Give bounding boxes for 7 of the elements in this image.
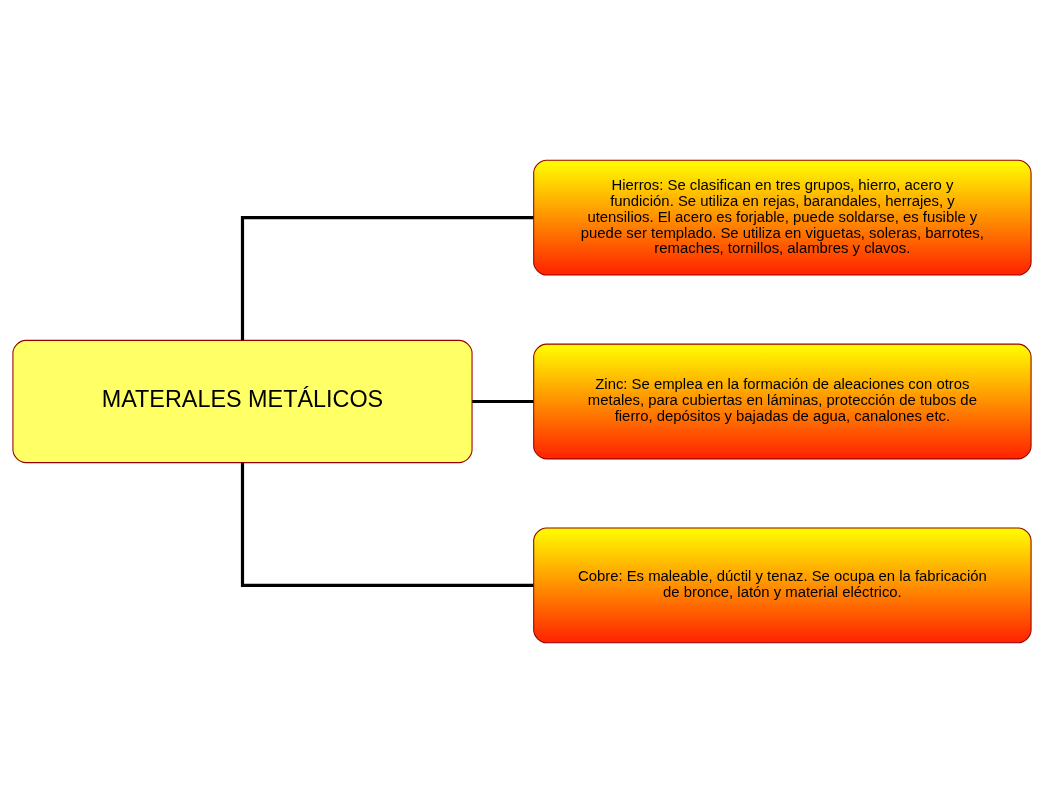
connector [240,215,534,340]
node-box: Zinc: Se emplea en la formación de aleaciones con otros metales, para cubiertas en láminas, protección de tubos de fierro, depósitos y bajadas de agua, canalones etc. [533,343,1032,459]
connector [472,399,534,403]
node-box: Hierros: Se clasifican en tres grupos, hierro, acero y fundición. Se utiliza en rejas, barandales, herrajes, y utensilios. El acero es forjable, puede soldarse, es fusible y puede ser templado. Se utiliza en viguetas, soleras, barrotes, remaches, tornillos, alambres y clavos. [533,159,1032,276]
connector [240,462,534,587]
node-box: MATERALES METÁLICOS [12,339,473,463]
node-box: Cobre: Es maleable, dúctil y tenaz. Se ocupa en la fabricación de bronce, latón y material eléctrico. [533,526,1032,643]
